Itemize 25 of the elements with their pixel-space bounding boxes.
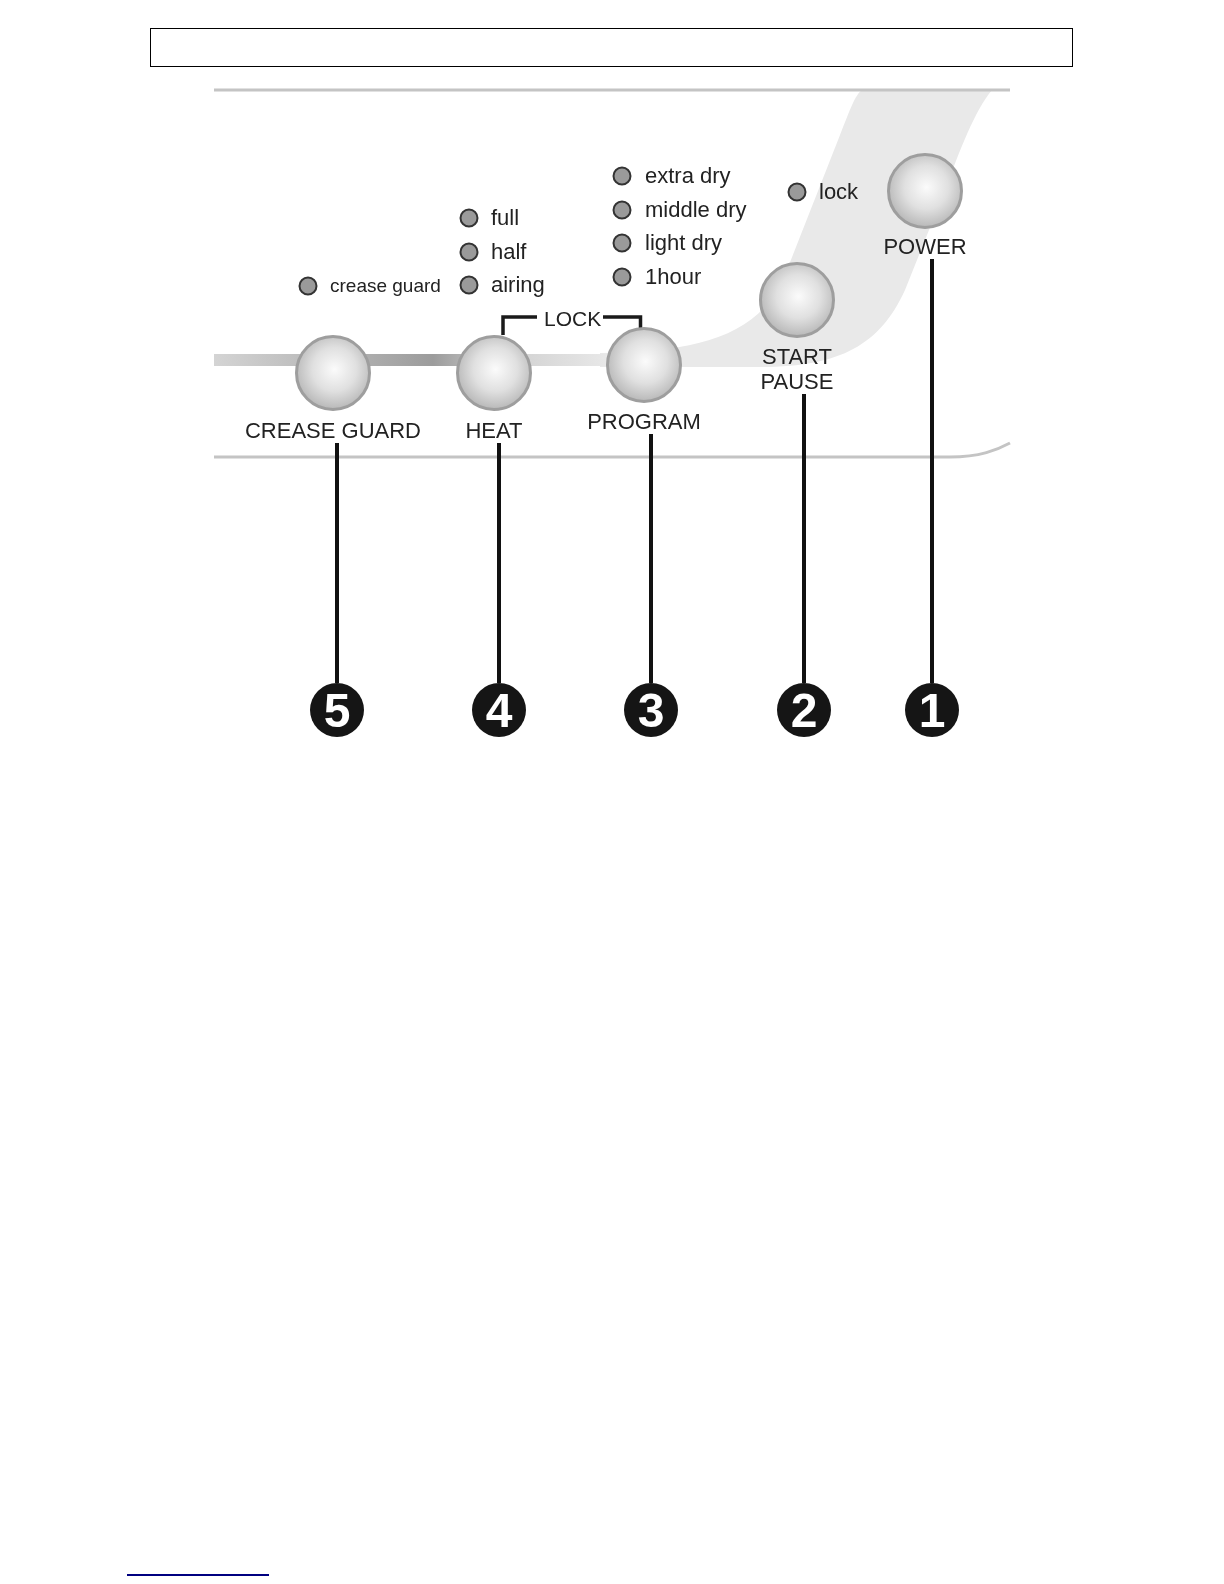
callout-number: 2: [777, 683, 831, 737]
indicator-label: full: [491, 205, 520, 231]
button-label: POWER: [883, 234, 967, 259]
callout-number: 5: [310, 683, 364, 737]
indicator-label: extra dry: [645, 163, 731, 189]
button-label: CREASE GUARD: [244, 418, 421, 443]
lock-label: LOCK: [544, 306, 602, 332]
button-label: PROGRAM: [587, 409, 701, 434]
indicator-label: crease guard: [330, 274, 441, 298]
indicator-label: 1hour: [645, 264, 702, 290]
callout-number: 3: [624, 683, 678, 737]
leader-line: [930, 259, 934, 683]
button-label: START PAUSE: [759, 344, 835, 394]
leader-line: [497, 443, 501, 683]
indicator-label: light dry: [645, 230, 723, 256]
leader-line: [802, 394, 806, 683]
indicator-label: half: [491, 239, 527, 265]
callout-number: 4: [472, 683, 526, 737]
callout-number: 1: [905, 683, 959, 737]
indicator-label: middle dry: [645, 197, 747, 223]
leader-line: [649, 434, 653, 683]
indicator-label: lock: [819, 179, 859, 205]
leader-line: [335, 443, 339, 683]
indicator-label: airing: [491, 272, 545, 298]
button-label: HEAT: [465, 418, 523, 443]
